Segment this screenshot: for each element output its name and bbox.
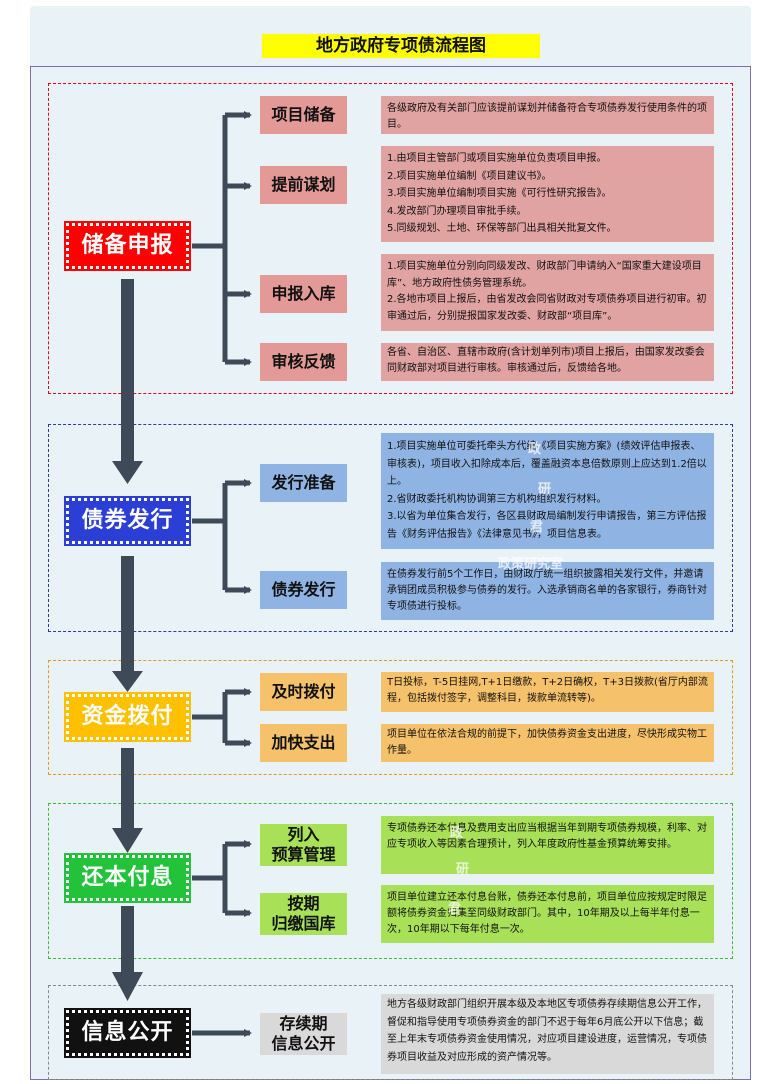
desc-line: 2.省财政委托机构协调第三方机构组织发行材料。 bbox=[387, 493, 607, 505]
branch-connector-reserve bbox=[192, 111, 252, 366]
desc-line: 5.同级规划、土地、环保等部门出具相关批复文件。 bbox=[387, 223, 617, 234]
watermark-text: 研 bbox=[538, 482, 552, 497]
stage-bond-issue: 债券发行 bbox=[64, 496, 191, 546]
desc-line: 专项债券还本付息及费用支出应当根据当年到期专项债券规模，利率、对应专项收入等因素… bbox=[387, 823, 707, 850]
desc-line: 项目单位在依法合规的前提下，加快债券资金支出进度，尽快形成实物工作量。 bbox=[387, 729, 707, 756]
page-title: 地方政府专项债流程图 bbox=[262, 34, 540, 58]
step-advance-plan: 提前谋划 bbox=[260, 166, 347, 204]
section-frame-fund bbox=[48, 660, 733, 775]
stage-repay-interest: 还本付息 bbox=[64, 853, 191, 903]
desc-bond-issuance: 在债券发行前5个工作日，由财政厅统一组织披露相关发行文件，并邀请承销团成员积极参… bbox=[381, 562, 714, 620]
desc-line: 4.发改部门办理项目审批手续。 bbox=[387, 205, 527, 217]
step-timely-disburse: 及时拨付 bbox=[260, 673, 347, 711]
branch-connector-issue bbox=[192, 479, 252, 594]
step-review-feedback: 审核反馈 bbox=[260, 343, 347, 381]
desc-line: 2.项目实施单位编制《项目建议书》。 bbox=[387, 170, 552, 182]
desc-line: 各级政府及有关部门应该提前谋划并储备符合专项债券发行使用条件的项目。 bbox=[387, 103, 707, 130]
section-frame-reserve bbox=[48, 83, 733, 394]
step-info-disclosure: 存续期 信息公开 bbox=[260, 1013, 347, 1055]
desc-line: 2.各地市项目上报后，由省发改会同省财政对专项债券项目进行初审。初审通过后，分别… bbox=[387, 294, 707, 322]
desc-info-disclosure: 地方各级财政部门组织开展本级及本地区专项债券存续期信息公开工作，督促和指导使用专… bbox=[381, 994, 714, 1074]
desc-line: 地方各级财政部门组织开展本级及本地区专项债券存续期信息公开工作，督促和指导使用专… bbox=[387, 999, 707, 1063]
watermark-text: 政 bbox=[528, 442, 542, 457]
desc-budget-management: 专项债券还本付息及费用支出应当根据当年到期专项债券规模，利率、对应专项收入等因素… bbox=[381, 816, 714, 874]
step-budget-management: 列入 预算管理 bbox=[260, 824, 347, 866]
desc-timely-disburse: T日投标，T-5日挂网,T+1日缴款，T+2日确权，T+3日拨款(省厅内部流程，… bbox=[381, 672, 714, 712]
stage-info-disclose: 信息公开 bbox=[64, 1008, 191, 1058]
desc-speed-spending: 项目单位在依法合规的前提下，加快债券资金支出进度，尽快形成实物工作量。 bbox=[381, 724, 714, 762]
watermark-text: 君 bbox=[448, 902, 462, 917]
watermark-text: 政 bbox=[450, 826, 464, 841]
step-speed-spending: 加快支出 bbox=[260, 724, 347, 762]
step-project-reserve: 项目储备 bbox=[260, 96, 347, 134]
stage-reserve-declare: 储备申报 bbox=[64, 221, 191, 271]
desc-project-reserve: 各级政府及有关部门应该提前谋划并储备符合专项债券发行使用条件的项目。 bbox=[381, 96, 714, 134]
desc-line: 1.项目实施单位可委托牵头方代编《项目实施方案》(绩效评估申报表、审核表)，项目… bbox=[387, 441, 707, 487]
watermark-text: 政策研究室 bbox=[498, 557, 564, 572]
desc-advance-plan: 1.由项目主管部门或项目实施单位负责项目申报。 2.项目实施单位编制《项目建议书… bbox=[381, 146, 714, 242]
desc-line: 在债券发行前5个工作日，由财政厅统一组织披露相关发行文件，并邀请承销团成员积极参… bbox=[387, 569, 707, 612]
desc-line: 1.项目实施单位分别向同级发改、财政部门申请纳入“国家重大建设项目库”、地方政府… bbox=[387, 261, 702, 289]
watermark-text: 研 bbox=[456, 862, 470, 877]
branch-connector-fund bbox=[192, 688, 252, 747]
step-declare-library: 申报入库 bbox=[260, 275, 347, 313]
desc-line: 项目单位建立还本付息台账，债券还本付息前，项目单位应按规定时限足额将债券资金归集… bbox=[387, 892, 707, 935]
desc-line: T日投标，T-5日挂网,T+1日缴款，T+2日确权，T+3日拨款(省厅内部流程，… bbox=[387, 677, 708, 704]
section-frame-repay bbox=[48, 803, 733, 959]
desc-declare-library: 1.项目实施单位分别向同级发改、财政部门申请纳入“国家重大建设项目库”、地方政府… bbox=[381, 254, 714, 331]
stage-fund-disburse: 资金拨付 bbox=[64, 692, 191, 742]
step-bond-issuance: 债券发行 bbox=[260, 571, 347, 609]
desc-issue-prep: 1.项目实施单位可委托牵头方代编《项目实施方案》(绩效评估申报表、审核表)，项目… bbox=[381, 433, 714, 549]
desc-line: 3.项目实施单位编制项目实施《可行性研究报告》。 bbox=[387, 188, 612, 199]
branch-connector-repay bbox=[192, 840, 252, 917]
step-remit-treasury: 按期 归缴国库 bbox=[260, 893, 347, 935]
stage-flow-arrows bbox=[112, 279, 143, 1001]
desc-review-feedback: 各省、自治区、直辖市政府(含计划单列市)项目上报后，由国家发改委会同财政部对项目… bbox=[381, 343, 714, 381]
desc-remit-treasury: 项目单位建立还本付息台账，债券还本付息前，项目单位应按规定时限足额将债券资金归集… bbox=[381, 885, 714, 943]
watermark-text: 君 bbox=[530, 520, 544, 535]
section-frame-issue bbox=[48, 424, 733, 632]
desc-line: 1.由项目主管部门或项目实施单位负责项目申报。 bbox=[387, 153, 607, 164]
desc-line: 3.以省为单位集合发行，各区县财政局编制发行申请报告，第三方评估报告《财务评估报… bbox=[387, 511, 707, 540]
desc-line: 各省、自治区、直辖市政府(含计划单列市)项目上报后，由国家发改委会同财政部对项目… bbox=[387, 347, 705, 374]
step-issue-prep: 发行准备 bbox=[260, 464, 347, 502]
section-frame-disclose bbox=[48, 985, 733, 1080]
